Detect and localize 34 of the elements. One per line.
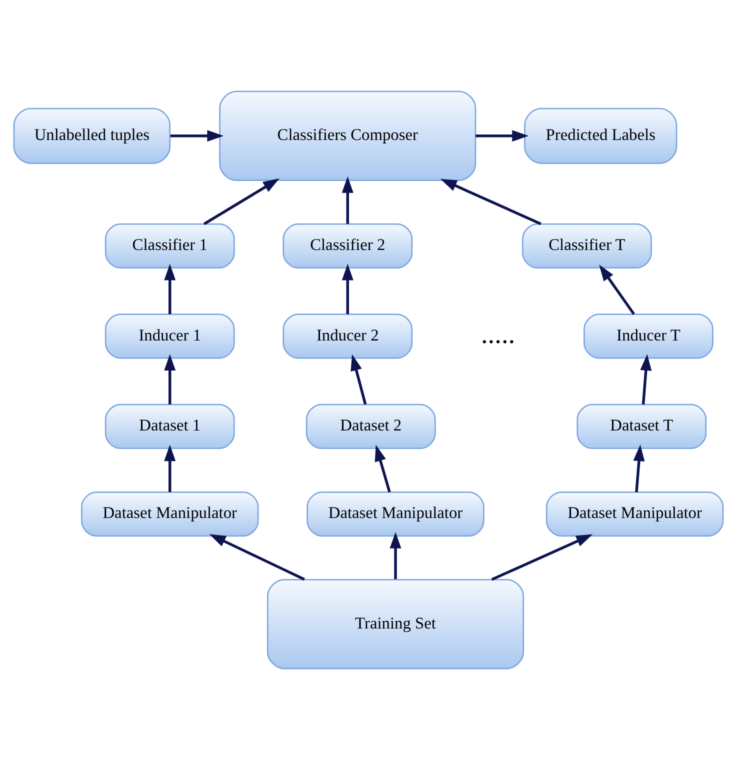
node-box: Predicted Labels xyxy=(524,108,678,164)
node-box: Dataset Manipulator xyxy=(306,491,484,537)
node-box: Inducer 1 xyxy=(104,314,235,359)
node-box: Classifiers Composer xyxy=(219,90,476,182)
arrow xyxy=(203,178,280,226)
node-box: Unlabelled tuples xyxy=(13,108,171,164)
node-box: Dataset 1 xyxy=(104,404,235,450)
node-box: Dataset 2 xyxy=(306,404,436,450)
node-box: Classifier 2 xyxy=(282,223,413,269)
arrow xyxy=(491,534,593,581)
arrow xyxy=(440,178,542,226)
arrow xyxy=(476,130,529,142)
arrow xyxy=(350,354,367,405)
node-box: Dataset Manipulator xyxy=(81,491,259,537)
arrow xyxy=(170,130,224,142)
node-box: Dataset Manipulator xyxy=(546,491,724,537)
arrow xyxy=(599,264,636,315)
arrow xyxy=(164,354,176,404)
node-box: Inducer 2 xyxy=(282,314,413,359)
arrow xyxy=(390,532,402,580)
node-box: Dataset T xyxy=(576,404,707,450)
node-box: Training Set xyxy=(266,578,524,670)
node-box: Classifier T xyxy=(522,223,652,269)
arrow xyxy=(342,176,354,224)
arrow xyxy=(164,444,176,492)
arrow xyxy=(633,444,645,492)
label: ..... xyxy=(480,319,516,350)
arrow xyxy=(209,534,305,581)
arrow xyxy=(640,354,652,404)
node-box: Inducer T xyxy=(584,314,714,359)
node-box: Classifier 1 xyxy=(104,223,235,269)
arrow xyxy=(164,264,176,314)
arrow xyxy=(374,444,391,492)
arrow xyxy=(342,264,354,314)
